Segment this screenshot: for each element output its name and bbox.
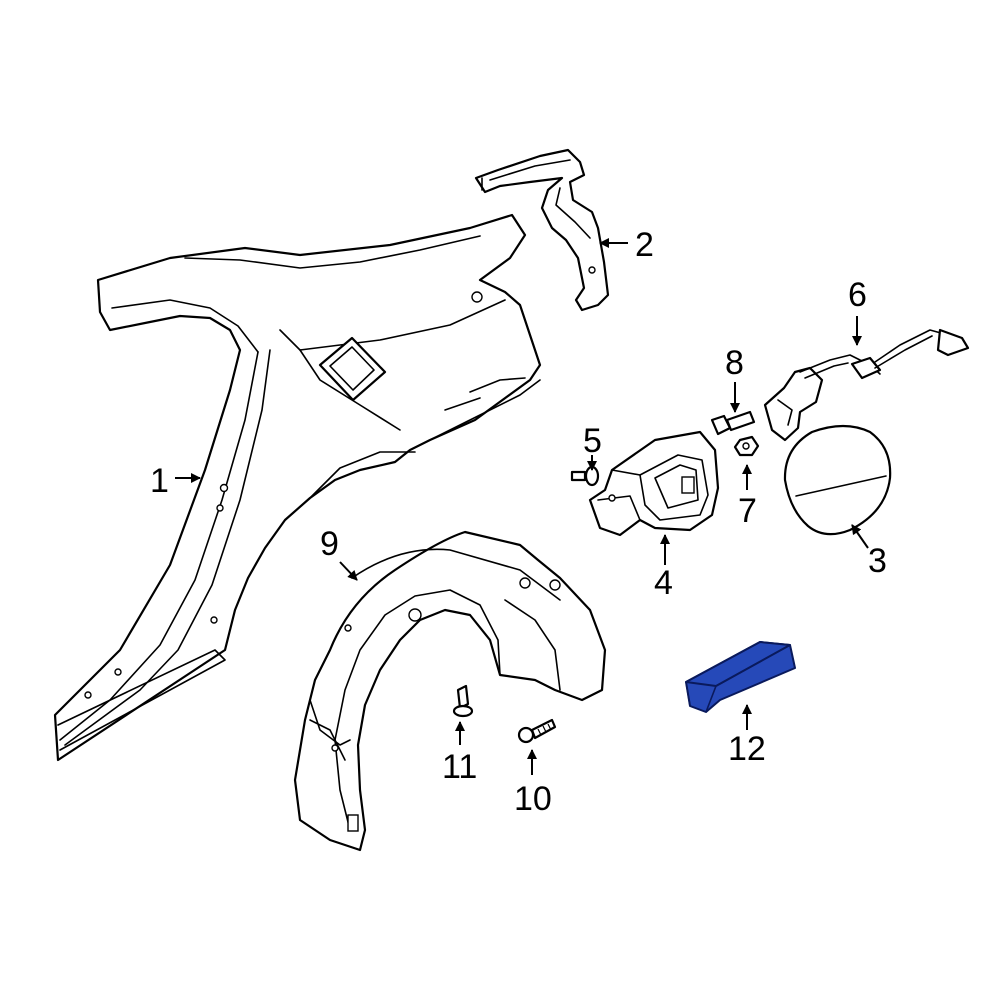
callout-10: 10: [514, 780, 552, 818]
callout-11: 11: [442, 748, 477, 786]
highlighted-trim-part-12[interactable]: [685, 641, 796, 713]
callout-1: 1: [150, 462, 169, 500]
fuel-housing-part-4[interactable]: [588, 430, 720, 537]
callout-9: 9: [320, 525, 339, 563]
callout-labels: 1 2 3 4 5 6 7 8 9 10 11 12: [150, 226, 887, 818]
wheel-liner-part-9[interactable]: [293, 530, 607, 852]
callout-2: 2: [635, 226, 654, 264]
callout-4: 4: [654, 564, 673, 602]
callout-3: 3: [868, 542, 887, 580]
screw-part-5[interactable]: [570, 465, 600, 487]
callout-12: 12: [728, 730, 766, 768]
actuator-part-6[interactable]: [763, 328, 970, 442]
bracket-part-2[interactable]: [474, 148, 610, 312]
callout-7: 7: [738, 492, 757, 530]
screw-part-10[interactable]: [517, 718, 557, 744]
leader-lines: [175, 238, 869, 775]
nut-part-7[interactable]: [733, 435, 760, 457]
callout-5: 5: [583, 422, 602, 460]
callout-6: 6: [848, 276, 867, 314]
clip-part-11[interactable]: [452, 684, 474, 718]
fuel-door-part-3[interactable]: [783, 424, 892, 536]
bolt-part-8[interactable]: [710, 410, 756, 436]
quarter-panel-part-1[interactable]: [53, 213, 542, 762]
callout-8: 8: [725, 344, 744, 382]
